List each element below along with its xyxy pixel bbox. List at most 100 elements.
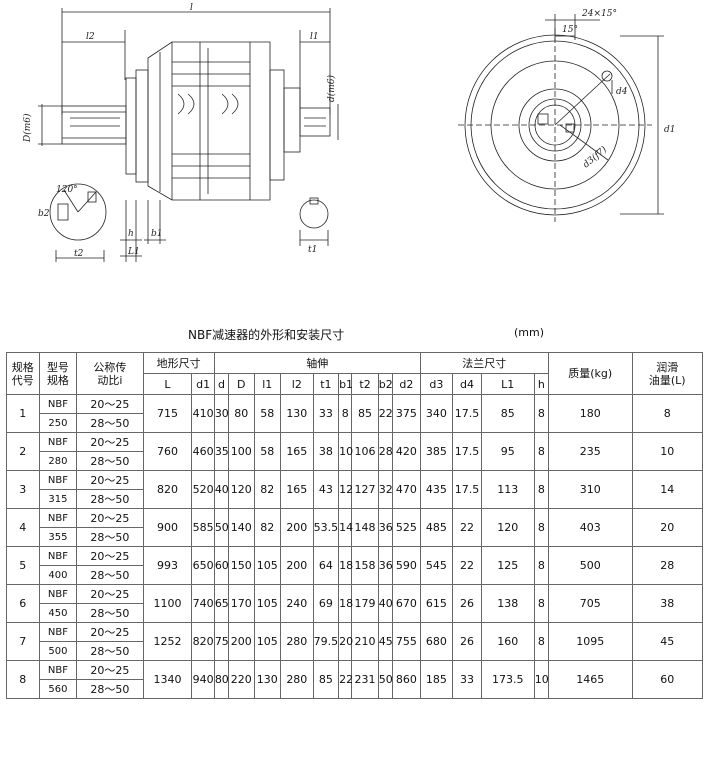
- cell-b2: 28: [377, 432, 394, 471]
- cell-size: 250: [38, 413, 78, 433]
- cell-t2: 127: [351, 470, 379, 509]
- col-D: D: [228, 373, 255, 395]
- cell-l2: 200: [280, 508, 314, 547]
- cell-h: 8: [533, 394, 549, 433]
- cell-size: 355: [38, 527, 78, 547]
- cell-ratio: 28～50: [76, 527, 144, 547]
- cell-l1: 130: [253, 660, 282, 699]
- cell-L1: 138: [480, 584, 535, 623]
- table-title: NBF减速器的外形和安装尺寸: [188, 328, 345, 342]
- cell-L1: 95: [480, 432, 535, 471]
- cell-l2: 165: [280, 432, 314, 471]
- header-ratio: 公称传动比i: [76, 352, 144, 395]
- cell-ratio: 20～25: [76, 584, 144, 604]
- cell-L1: 173.5: [480, 660, 535, 699]
- cell-D: 220: [228, 660, 255, 699]
- cell-ratio: 20～25: [76, 432, 144, 452]
- cell-t1: 38: [312, 432, 340, 471]
- cell-model: NBF: [38, 584, 78, 604]
- header-spec: 规格代号: [6, 352, 40, 395]
- cell-d4: 22: [452, 546, 482, 585]
- cell-size: 400: [38, 565, 78, 585]
- cell-d4: 26: [452, 584, 482, 623]
- cell-L1: 113: [480, 470, 535, 509]
- header-shaft: 轴伸: [213, 352, 421, 374]
- col-L1: L1: [480, 373, 535, 395]
- cell-ratio: 28～50: [76, 413, 144, 433]
- cell-model: NBF: [38, 622, 78, 642]
- cell-t2: 158: [351, 546, 379, 585]
- header-model: 型号规格: [38, 352, 78, 395]
- col-l2: l2: [280, 373, 314, 395]
- dimension-table: 规格代号 型号规格 公称传动比i 地形尺寸 轴伸 法兰尺寸 质量(kg) 润滑油…: [6, 352, 703, 699]
- cell-d2: 670: [392, 584, 421, 623]
- cell-size: 500: [38, 641, 78, 661]
- cell-ratio: 20～25: [76, 546, 144, 566]
- cell-d4: 17.5: [452, 394, 482, 433]
- col-d2: d2: [392, 373, 421, 395]
- cell-b1: 22: [338, 660, 353, 699]
- cell-D: 140: [228, 508, 255, 547]
- col-t1: t1: [312, 373, 340, 395]
- cell-L: 1340: [142, 660, 193, 699]
- cell-oil: 8: [631, 394, 703, 433]
- cell-d3: 340: [419, 394, 454, 433]
- cell-ratio: 20～25: [76, 470, 144, 490]
- label-d4: d4: [616, 87, 628, 97]
- cell-oil: 20: [631, 508, 703, 547]
- cell-ratio: 28～50: [76, 641, 144, 661]
- cell-d: 35: [213, 432, 230, 471]
- cell-mass: 235: [547, 432, 633, 471]
- cell-t1: 43: [312, 470, 340, 509]
- col-d3: d3: [419, 373, 454, 395]
- cell-d2: 470: [392, 470, 421, 509]
- input-key-section: [49, 183, 107, 241]
- cell-d4: 33: [452, 660, 482, 699]
- output-key-section: [299, 197, 329, 229]
- cell-b1: 20: [338, 622, 353, 661]
- cell-b1: 10: [338, 432, 353, 471]
- cell-d1: 410: [191, 394, 215, 433]
- cell-mass: 705: [547, 584, 633, 623]
- cell-d: 60: [213, 546, 230, 585]
- cell-t2: 210: [351, 622, 379, 661]
- cell-mass: 403: [547, 508, 633, 547]
- cell-L1: 85: [480, 394, 535, 433]
- cell-L1: 125: [480, 546, 535, 585]
- cell-l1: 82: [253, 470, 282, 509]
- label-d3-f7: d3(f7): [581, 144, 610, 170]
- cell-l1: 58: [253, 432, 282, 471]
- cell-h: 8: [533, 432, 549, 471]
- cell-d2: 420: [392, 432, 421, 471]
- cell-d3: 615: [419, 584, 454, 623]
- col-h: h: [533, 373, 549, 395]
- cell-b1: 18: [338, 546, 353, 585]
- cell-d2: 860: [392, 660, 421, 699]
- label-d-m6: d(m6): [326, 74, 337, 102]
- cell-b1: 18: [338, 584, 353, 623]
- cell-d1: 520: [191, 470, 215, 509]
- cell-b2: 36: [377, 508, 394, 547]
- cell-model: NBF: [38, 660, 78, 680]
- cell-b2: 40: [377, 584, 394, 623]
- cell-h: 8: [533, 622, 549, 661]
- cell-l2: 165: [280, 470, 314, 509]
- label-L1: L1: [127, 247, 140, 257]
- label-d1: d1: [664, 125, 676, 135]
- cell-h: 8: [533, 508, 549, 547]
- cell-code: 6: [6, 584, 40, 623]
- col-l1: l1: [253, 373, 282, 395]
- col-d4: d4: [452, 373, 482, 395]
- cell-d: 65: [213, 584, 230, 623]
- col-d: d: [213, 373, 230, 395]
- header-flange: 法兰尺寸: [419, 352, 549, 374]
- cell-l2: 280: [280, 622, 314, 661]
- cell-h: 8: [533, 584, 549, 623]
- cell-l1: 105: [253, 546, 282, 585]
- cell-L: 820: [142, 470, 193, 509]
- header-mass: 质量(kg): [547, 352, 633, 395]
- cell-d2: 375: [392, 394, 421, 433]
- cell-D: 100: [228, 432, 255, 471]
